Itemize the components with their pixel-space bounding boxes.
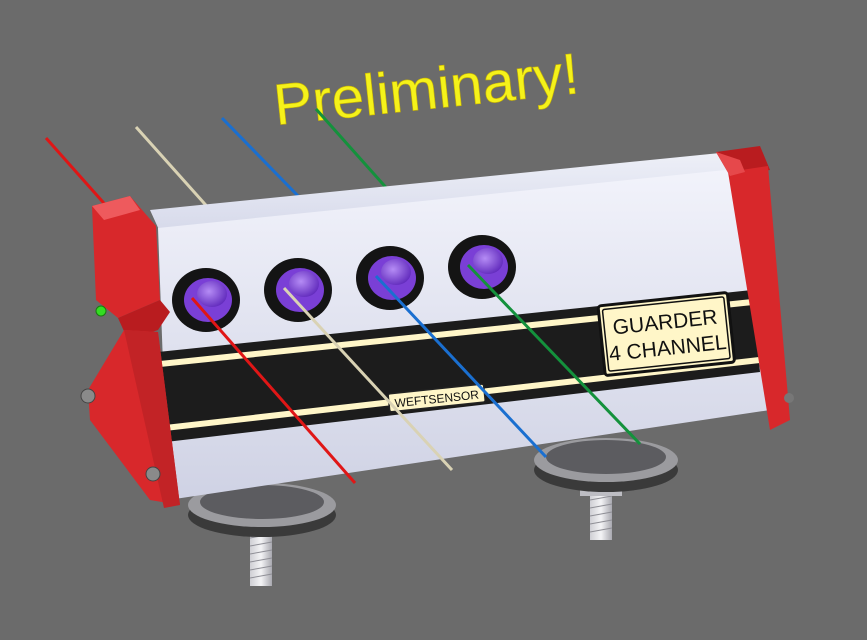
brand-label: GUARDER 4 CHANNEL xyxy=(596,291,736,377)
eyelet-3 xyxy=(356,246,424,310)
threads-rear xyxy=(44,108,392,213)
end-cap-right xyxy=(716,146,794,430)
eyelets xyxy=(172,235,516,332)
bolt-right xyxy=(590,490,612,540)
end-cap-left xyxy=(80,196,180,508)
thread-2-front xyxy=(282,286,454,472)
thread-3-front xyxy=(374,274,548,459)
thread-1-front xyxy=(190,297,357,484)
sensor-housing: GUARDER 4 CHANNEL WEFTSENSOR xyxy=(150,152,770,500)
screw-left-upper xyxy=(80,388,96,404)
eyelet-4 xyxy=(448,235,516,299)
eyelet-2 xyxy=(264,258,332,322)
mount-foot-left xyxy=(188,483,336,586)
mount-foot-right xyxy=(534,438,678,540)
eyelet-1 xyxy=(172,268,240,332)
thread-2-rear xyxy=(134,126,214,213)
thread-1-rear xyxy=(44,137,112,211)
thread-4-front xyxy=(466,263,642,446)
housing-top xyxy=(150,152,745,232)
indicator-led xyxy=(95,305,107,317)
threads-front xyxy=(190,263,642,484)
screw-left-lower xyxy=(145,466,161,482)
thread-3-rear xyxy=(220,116,304,202)
preliminary-watermark: Preliminary! xyxy=(271,41,582,138)
thread-4-rear xyxy=(314,108,392,193)
